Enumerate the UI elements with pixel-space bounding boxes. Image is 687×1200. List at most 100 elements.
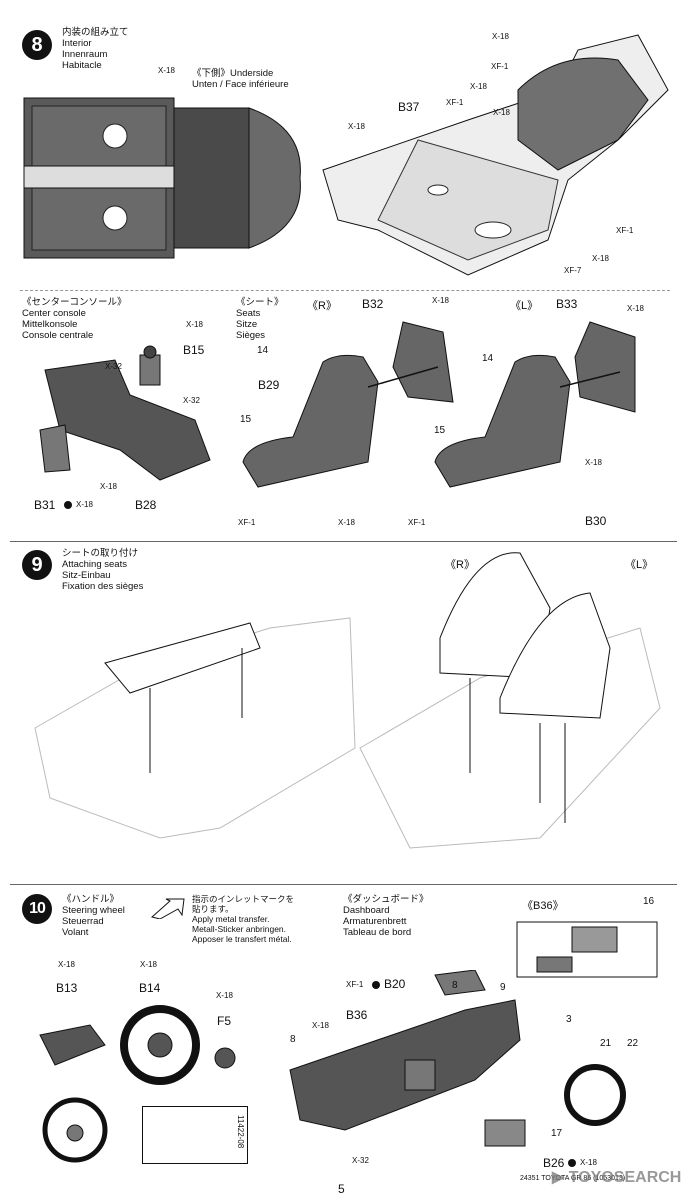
step-9-title-ja: シートの取り付け [62, 548, 139, 559]
marker-number: 3 [566, 1014, 572, 1025]
step-9-divider [10, 541, 677, 542]
color-callout: X-32 [352, 1156, 369, 1165]
paint-dot-icon [372, 981, 380, 989]
seats-title: 《シート》 Seats Sitze Sièges [236, 297, 284, 341]
color-callout: X-18 [492, 32, 509, 41]
color-callout: X-18 [580, 1158, 597, 1167]
color-callout: X-18 [140, 960, 157, 969]
seats-title-ja: 《シート》 [236, 297, 284, 308]
part-b36: B36 [346, 1008, 368, 1022]
steering-wheel-front-drawing [42, 1097, 108, 1163]
step-8-badge: 8 [22, 30, 52, 60]
part-b14: B14 [139, 981, 161, 995]
underside-label: 《下側》Underside Unten / Face inférieure [192, 68, 289, 90]
color-callout: X-18 [470, 82, 487, 91]
paint-dot-icon [568, 1159, 576, 1167]
attaching-seats-drawing [34, 552, 661, 849]
dash-title-de: Armaturenbrett [343, 916, 407, 927]
step-9-title-en: Attaching seats [62, 559, 127, 570]
color-callout: X-18 [100, 482, 117, 491]
metal-transfer-sheet: 11422-08 [142, 1106, 248, 1164]
console-title: 《センターコンソール》 Center console Mittelkonsole… [22, 297, 127, 341]
step-10-badge: 10 [22, 894, 52, 924]
steering-title-fr: Volant [62, 927, 89, 938]
part-b37: B37 [398, 100, 420, 114]
transfer-note-line: Metall-Sticker anbringen. [192, 924, 287, 934]
marker-number: 15 [434, 425, 446, 436]
color-callout: X-32 [183, 396, 200, 405]
dash-title-ja: 《ダッシュボード》 [343, 894, 429, 905]
marker-number: 14 [257, 345, 269, 356]
steering-title-ja: 《ハンドル》 [62, 894, 120, 905]
seats-title-de: Sitze [236, 319, 258, 330]
color-callout: X-18 [186, 320, 203, 329]
underside-line-2: Unten / Face inférieure [192, 79, 289, 90]
dashboard-detail-drawing [516, 921, 658, 978]
page-number: 5 [338, 1182, 345, 1196]
underside-line-1: 《下側》Underside [192, 68, 274, 79]
color-callout: X-18 [592, 254, 609, 263]
b36-detail-label: 《B36》 [522, 900, 564, 912]
steering-title-en: Steering wheel [62, 905, 125, 916]
footer-code: 24351 TOYOTA GR 86 (1053013) [520, 1175, 626, 1182]
seats-title-en: Seats [236, 308, 261, 319]
color-callout: XF-1 [446, 98, 464, 107]
step-10-divider [10, 884, 677, 885]
dashboard-title: 《ダッシュボード》 Dashboard Armaturenbrett Table… [343, 894, 429, 938]
steering-wheel-drawing [39, 1005, 236, 1085]
seat-r-drawing [242, 321, 454, 488]
step-9-badge: 9 [22, 550, 52, 580]
transfer-note-line: Apply metal transfer. [192, 914, 270, 924]
transfer-code: 11422-08 [236, 1115, 245, 1149]
seat-l-label: 《L》 [510, 300, 539, 312]
color-callout: XF-7 [564, 266, 582, 275]
steering-title: 《ハンドル》 Steering wheel Steuerrad Volant [62, 894, 125, 938]
color-callout: XF-1 [238, 518, 256, 527]
part-f5: F5 [217, 1014, 232, 1028]
interior-tub-drawing [322, 34, 669, 276]
seats-title-fr: Sièges [236, 330, 266, 341]
marker-number: 8 [290, 1034, 296, 1045]
marker-number: 16 [643, 896, 655, 907]
console-title-en: Center console [22, 308, 86, 319]
color-callout: X-18 [493, 108, 510, 117]
part-b26: B26 [543, 1156, 565, 1170]
color-callout: XF-1 [616, 226, 634, 235]
title-fr: Habitacle [62, 60, 102, 71]
color-callout: X-18 [627, 304, 644, 313]
paint-dot-icon [64, 501, 72, 509]
part-b20: B20 [384, 977, 406, 991]
part-b32: B32 [362, 297, 384, 311]
watermark: ▶ TOYOSEARCH [552, 1169, 682, 1186]
console-title-fr: Console centrale [22, 330, 94, 341]
color-callout: X-32 [105, 362, 122, 371]
seat-r-label: 《R》 [307, 300, 337, 312]
dashboard-drawing [289, 970, 626, 1147]
marker-number: 22 [627, 1038, 639, 1049]
transfer-note: 指示のインレットマークを 貼ります。 Apply metal transfer.… [192, 894, 294, 944]
part-b33: B33 [556, 297, 578, 311]
color-callout: X-18 [58, 960, 75, 969]
color-callout: X-18 [432, 296, 449, 305]
part-b15: B15 [183, 343, 205, 357]
part-b13: B13 [56, 981, 78, 995]
step-9-title-fr: Fixation des sièges [62, 581, 144, 592]
console-title-de: Mittelkonsole [22, 319, 78, 330]
part-b29: B29 [258, 378, 280, 392]
marker-number: 8 [452, 980, 458, 991]
color-callout: X-18 [338, 518, 355, 527]
color-callout: X-18 [158, 66, 175, 75]
marker-number: 15 [240, 414, 252, 425]
marker-number: 14 [482, 353, 494, 364]
underside-floor-drawing [23, 97, 301, 259]
seat-r-label: 《R》 [445, 559, 475, 571]
step-9-title: シートの取り付け Attaching seats Sitz-Einbau Fix… [62, 548, 143, 592]
color-callout: X-18 [216, 991, 233, 1000]
part-b28: B28 [135, 498, 157, 512]
dash-title-en: Dashboard [343, 905, 390, 916]
dash-title-fr: Tableau de bord [343, 927, 412, 938]
color-callout: XF-1 [346, 980, 364, 989]
transfer-arrow-icon [150, 898, 185, 919]
transfer-note-line: Apposer le transfert métal. [192, 934, 292, 944]
transfer-note-line: 貼ります。 [192, 904, 234, 914]
